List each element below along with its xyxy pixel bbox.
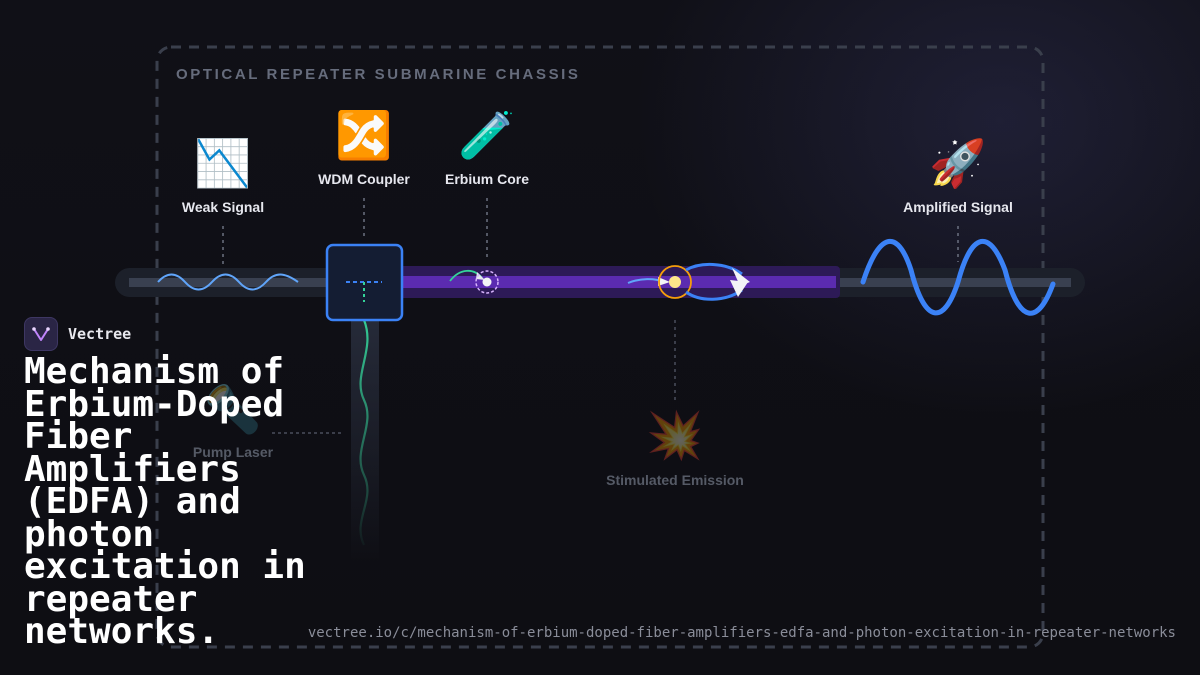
brand: Vectree [24, 317, 131, 351]
flashlight-icon: 🔦 [204, 383, 262, 435]
pump-laser-label: Pump Laser [192, 444, 274, 460]
erbium-ion [482, 277, 492, 287]
excitation-arrow-head [476, 272, 485, 280]
vectree-logo-icon [24, 317, 58, 351]
amplified-signal-wave [860, 238, 1056, 316]
emitted-photon-upper [685, 263, 743, 276]
excited-ion [669, 276, 681, 288]
excited-ion-ring [658, 265, 692, 299]
rocket-icon: 🚀 [929, 137, 987, 189]
wdm-coupler-label: WDM Coupler [318, 171, 410, 187]
weak-signal-label: Weak Signal [181, 199, 265, 215]
collision-icon: 💥 [646, 409, 704, 461]
amplified-signal-label: Amplified Signal [903, 199, 1013, 215]
shuffle-icon: 🔀 [335, 109, 393, 161]
erbium-core-label: Erbium Core [444, 171, 530, 187]
test-tube-icon: 🧪 [458, 109, 516, 161]
emitted-arrow-upper [732, 268, 750, 286]
chart-decreasing-icon: 📉 [194, 137, 252, 189]
incoming-photon-arrow [658, 277, 670, 286]
brand-name: Vectree [68, 325, 132, 343]
stimulated-emission-label: Stimulated Emission [606, 472, 744, 488]
emitted-arrow-lower [730, 280, 748, 297]
pump-beam [359, 319, 369, 546]
page-title: Mechanism of Erbium-Doped Fiber Amplifie… [24, 351, 306, 652]
chassis-title: OPTICAL REPEATER SUBMARINE CHASSIS [176, 66, 581, 83]
erbium-ion-orbit [475, 270, 499, 294]
erbium-core-strip [388, 276, 836, 288]
source-url[interactable]: vectree.io/c/mechanism-of-erbium-doped-f… [307, 625, 1176, 641]
weak-signal-wave [157, 273, 299, 291]
